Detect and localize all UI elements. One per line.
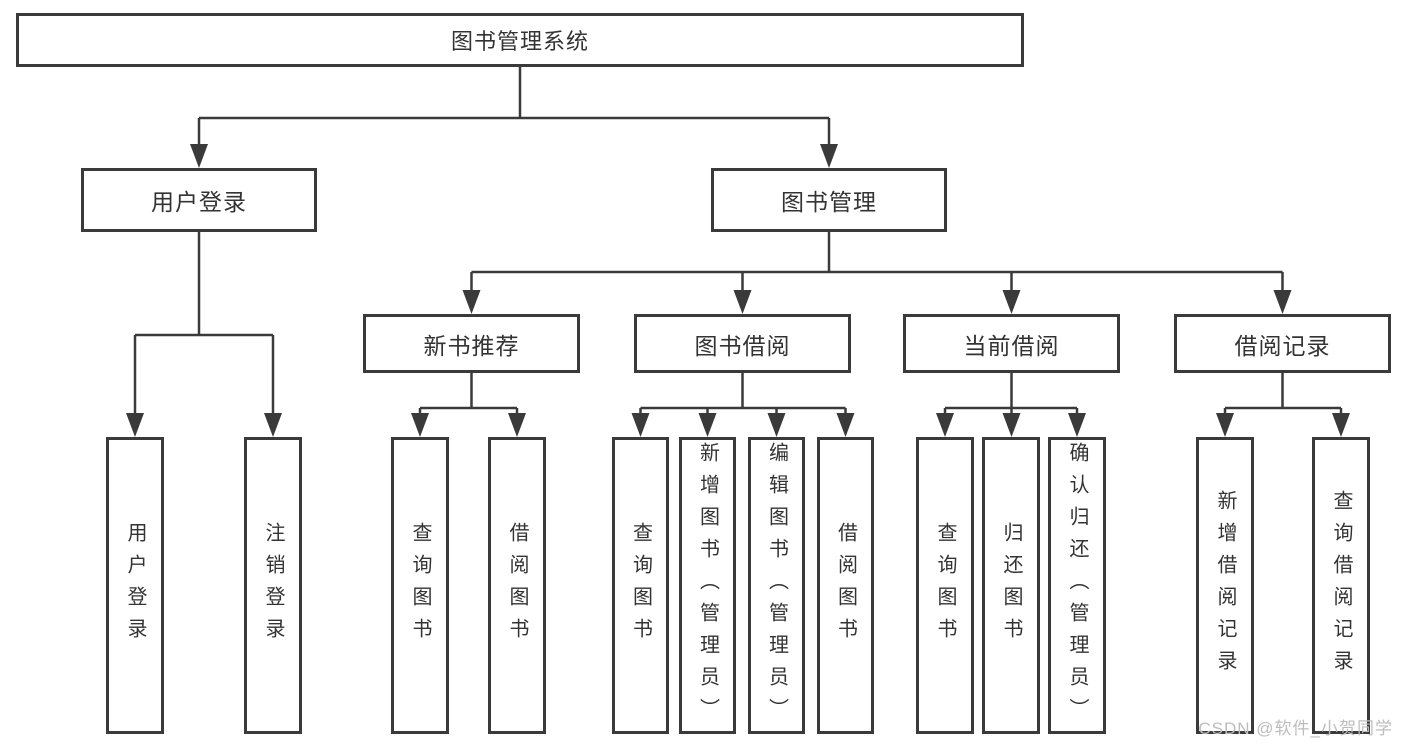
node-label: 当前借阅 bbox=[963, 332, 1060, 359]
node-leaf-query-borrow-record: 查询借阅记录 bbox=[1312, 437, 1370, 734]
connector-root-split bbox=[197, 67, 831, 148]
node-label: 确认归还（管理员） bbox=[1066, 441, 1088, 730]
node-leaf-add-borrow-record: 新增借阅记录 bbox=[1196, 437, 1254, 734]
arrow-down-icon bbox=[1002, 413, 1021, 437]
node-user-login: 用户登录 bbox=[81, 168, 317, 232]
arrow-down-icon bbox=[462, 290, 481, 314]
node-label: 图书管理 bbox=[781, 189, 877, 215]
node-leaf-borrow-books-2: 借阅图书 bbox=[817, 437, 874, 734]
node-leaf-add-books-admin: 新增图书（管理员） bbox=[679, 437, 736, 734]
node-leaf-confirm-return-admin: 确认归还（管理员） bbox=[1048, 437, 1106, 734]
node-root-library-system: 图书管理系统 bbox=[16, 13, 1024, 67]
node-label: 图书管理系统 bbox=[450, 29, 589, 54]
connector-current-borrow-split bbox=[943, 373, 1079, 418]
node-label: 借阅图书 bbox=[506, 521, 528, 650]
node-label: 借阅图书 bbox=[834, 521, 857, 650]
watermark: CSDN @软件_小贺同学 bbox=[1198, 719, 1393, 738]
node-label: 查询图书 bbox=[629, 521, 652, 650]
node-label: 用户登录 bbox=[124, 521, 146, 650]
node-label: 新书推荐 bbox=[423, 332, 520, 359]
connector-book-management-split bbox=[470, 232, 1284, 294]
arrow-down-icon bbox=[264, 413, 282, 437]
node-borrow-record: 借阅记录 bbox=[1174, 314, 1391, 373]
node-book-management: 图书管理 bbox=[711, 168, 947, 232]
connector-new-book-split bbox=[418, 373, 519, 418]
node-label: 新增借阅记录 bbox=[1214, 489, 1236, 682]
arrow-down-icon bbox=[936, 413, 954, 437]
node-label: 查询图书 bbox=[934, 521, 956, 650]
arrow-down-icon bbox=[1216, 413, 1234, 437]
arrow-down-icon bbox=[1273, 290, 1292, 314]
connector-borrow-record-split bbox=[1223, 373, 1343, 418]
arrow-down-icon bbox=[1002, 290, 1021, 314]
node-leaf-query-books-3: 查询图书 bbox=[916, 437, 974, 734]
arrow-down-icon bbox=[631, 413, 650, 437]
node-current-borrow: 当前借阅 bbox=[903, 314, 1120, 373]
arrow-down-icon bbox=[820, 144, 838, 168]
node-leaf-borrow-books-1: 借阅图书 bbox=[488, 437, 546, 734]
node-leaf-query-books-1: 查询图书 bbox=[391, 437, 449, 734]
node-label: 借阅记录 bbox=[1234, 332, 1331, 359]
arrow-down-icon bbox=[126, 413, 144, 437]
node-leaf-user-login: 用户登录 bbox=[106, 437, 164, 734]
node-leaf-edit-books-admin: 编辑图书（管理员） bbox=[748, 437, 805, 734]
arrow-down-icon bbox=[411, 413, 429, 437]
node-leaf-query-books-2: 查询图书 bbox=[612, 437, 669, 734]
node-label: 归还图书 bbox=[1000, 521, 1022, 650]
arrow-down-icon bbox=[698, 413, 717, 437]
node-leaf-logout: 注销登录 bbox=[244, 437, 302, 734]
node-leaf-return-books: 归还图书 bbox=[982, 437, 1040, 734]
node-label: 图书借阅 bbox=[694, 332, 791, 359]
arrow-down-icon bbox=[1332, 413, 1350, 437]
arrow-down-icon bbox=[733, 290, 752, 314]
arrow-down-icon bbox=[767, 413, 786, 437]
node-new-book-recommend: 新书推荐 bbox=[363, 314, 580, 373]
node-book-borrow: 图书借阅 bbox=[634, 314, 851, 373]
arrow-down-icon bbox=[1068, 413, 1086, 437]
arrow-down-icon bbox=[508, 413, 526, 437]
node-label: 查询借阅记录 bbox=[1330, 489, 1352, 682]
connector-user-login-split bbox=[133, 232, 275, 418]
arrow-down-icon bbox=[836, 413, 855, 437]
arrow-down-icon bbox=[190, 144, 208, 168]
node-label: 注销登录 bbox=[262, 521, 284, 650]
connector-book-borrow-split bbox=[639, 373, 847, 418]
node-label: 新增图书（管理员） bbox=[696, 441, 719, 730]
node-label: 用户登录 bbox=[151, 189, 247, 215]
node-label: 编辑图书（管理员） bbox=[765, 441, 788, 730]
node-label: 查询图书 bbox=[409, 521, 431, 650]
